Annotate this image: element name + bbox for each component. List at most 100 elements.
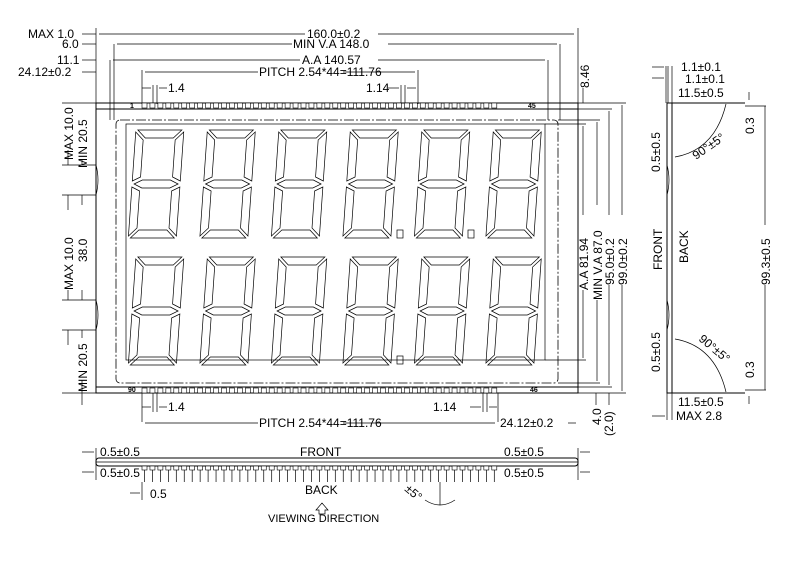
- segment: [419, 306, 465, 316]
- pin: [237, 387, 243, 394]
- segment: [172, 131, 185, 182]
- pin: [372, 387, 378, 394]
- digit: [485, 256, 542, 366]
- pin: [157, 102, 164, 109]
- pin: [435, 465, 442, 471]
- pin: [268, 387, 275, 394]
- segment: [137, 129, 183, 139]
- pin: [316, 465, 323, 471]
- pin: [181, 387, 188, 394]
- pin: [332, 387, 339, 394]
- pin: [491, 102, 498, 109]
- pin: [451, 387, 458, 394]
- segment: [274, 258, 287, 309]
- pin: [356, 387, 362, 394]
- dim-left-mid-max: MAX 10.0: [62, 237, 76, 290]
- segment: [414, 313, 426, 364]
- pin: [316, 102, 323, 109]
- segment: [386, 258, 399, 309]
- segment: [494, 129, 541, 139]
- segment: [417, 131, 430, 182]
- segment: [458, 258, 471, 309]
- segment: [280, 256, 326, 266]
- dim-right-99: 99.0±0.2: [616, 238, 630, 285]
- pin: [268, 465, 275, 471]
- pin: [340, 387, 347, 394]
- segment: [485, 186, 498, 237]
- segment: [131, 131, 144, 182]
- pin: [157, 387, 164, 394]
- pin: [165, 387, 172, 394]
- pin: [237, 465, 243, 471]
- pin: [411, 102, 418, 109]
- segment: [529, 131, 542, 182]
- digit: [414, 129, 471, 239]
- segment: [276, 179, 322, 189]
- segment: [272, 229, 319, 239]
- pin: [380, 465, 386, 471]
- top-dimensions: MAX 1.0 160.0±0.2 6.0 MIN V.A 148.0 11.1…: [18, 27, 592, 120]
- segment: [274, 131, 287, 182]
- pin: [229, 387, 235, 394]
- segment: [208, 129, 255, 139]
- pin: [332, 465, 339, 471]
- pin: [141, 387, 148, 394]
- dim-right-4: 4.0: [590, 408, 604, 425]
- segment: [347, 179, 394, 189]
- segment: [129, 229, 176, 239]
- pin: [260, 387, 267, 394]
- segment: [199, 186, 212, 237]
- pin: [411, 387, 418, 394]
- pin: [475, 387, 482, 394]
- pin: [388, 102, 394, 109]
- pin: [253, 465, 259, 471]
- pin: [245, 387, 251, 394]
- pin: [451, 465, 458, 471]
- bottom-view-front: FRONT: [300, 445, 342, 459]
- pin: [221, 465, 227, 471]
- segment: [137, 256, 183, 266]
- side-view: 1.1±0.1 1.1±0.1 11.5±0.5 11.5±0.5 99.3±0…: [649, 60, 773, 423]
- segment: [494, 256, 541, 266]
- pin: [213, 387, 219, 394]
- segment: [458, 131, 471, 182]
- pin: [372, 465, 378, 471]
- dim-bottom-pitch: PITCH 2.54*44=111.76: [259, 416, 382, 430]
- left-dimensions: MAX 10.0 MIN 20.5 MAX 10.0 38.0 MIN 20.5: [62, 102, 96, 405]
- segment: [208, 256, 255, 266]
- pin: [284, 102, 291, 109]
- pin: [348, 102, 355, 109]
- bottom-view-bottom-right: 0.5±0.5: [504, 466, 544, 480]
- pin: [443, 387, 450, 394]
- pin: [443, 102, 450, 109]
- pin: [404, 387, 410, 394]
- pin: [324, 387, 331, 394]
- digit: [128, 129, 185, 239]
- pin: [396, 465, 402, 471]
- pin: [356, 465, 362, 471]
- segment: [204, 306, 251, 316]
- pin: [419, 102, 426, 109]
- segment: [485, 313, 498, 364]
- segment: [526, 313, 538, 364]
- pin: [149, 387, 156, 394]
- pin: [300, 465, 307, 471]
- pin: [221, 387, 227, 394]
- bottom-view-pin-0-5: 0.5: [150, 487, 167, 501]
- pin: [149, 102, 156, 109]
- dim-8-46: 8.46: [578, 64, 592, 88]
- side-top-11-5: 11.5±0.5: [678, 86, 724, 100]
- pin: [173, 102, 180, 109]
- side-bottom-0-5: 0.5±0.5: [649, 332, 663, 372]
- pin: [483, 387, 490, 394]
- side-top-0-3: 0.3: [743, 117, 757, 134]
- pin: [173, 465, 180, 471]
- pin: [237, 102, 243, 109]
- dim-min-va: MIN V.A 148.0: [293, 37, 370, 51]
- pin: [189, 102, 195, 109]
- pin: [427, 102, 434, 109]
- pin: [245, 102, 251, 109]
- segment: [133, 179, 179, 189]
- pin: [388, 465, 394, 471]
- pin: [173, 387, 180, 394]
